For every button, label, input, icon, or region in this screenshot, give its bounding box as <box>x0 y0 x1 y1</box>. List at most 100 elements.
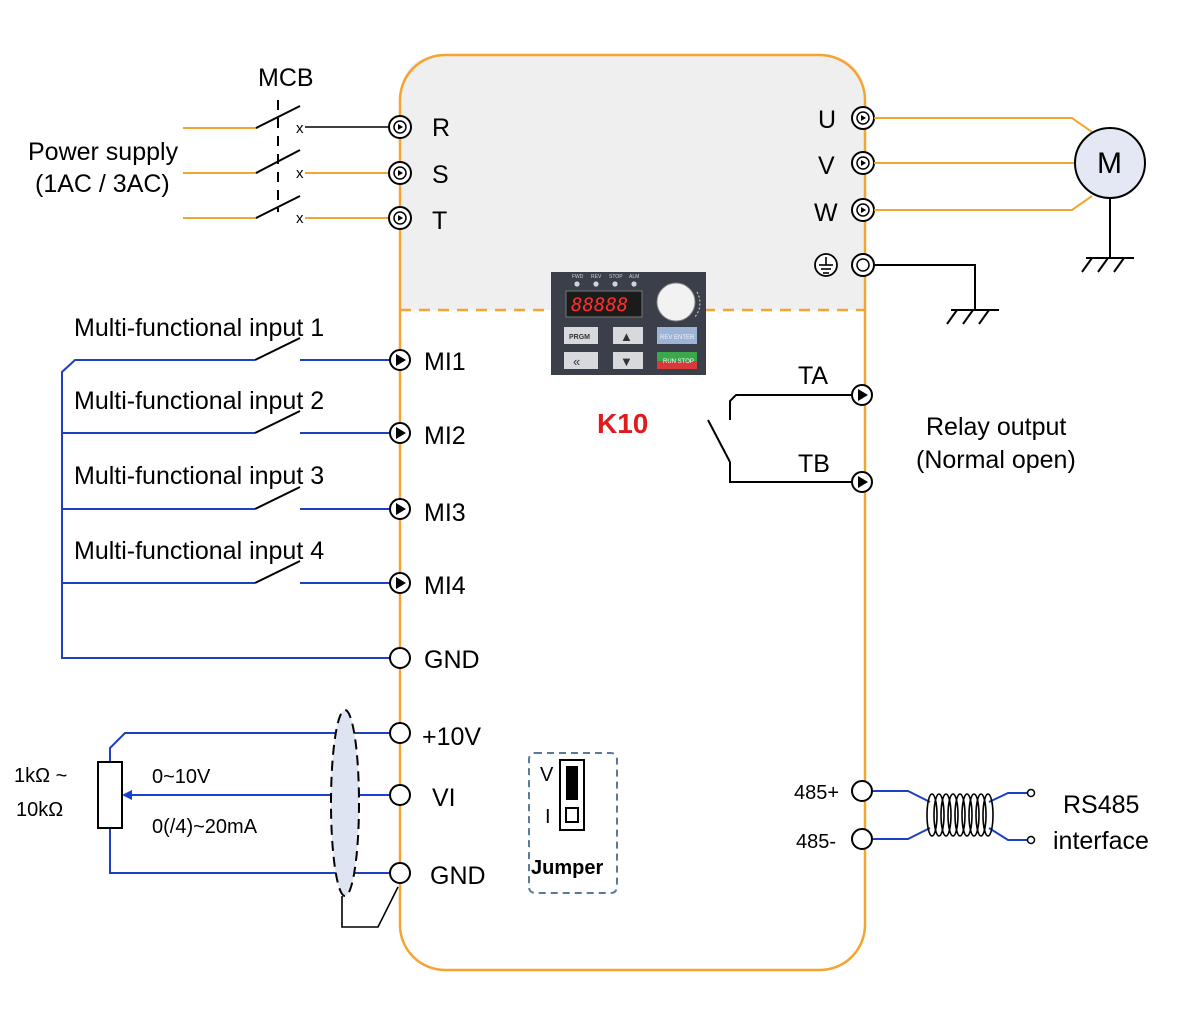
mcb-label: MCB <box>258 64 314 92</box>
terminal-s-label: S <box>432 161 449 189</box>
input-switch-1 <box>254 337 301 361</box>
input-switch-4 <box>254 560 301 584</box>
input-switch-3 <box>254 486 301 510</box>
terminal-mi1-label: MI1 <box>424 348 466 376</box>
rs485-plus-out-wire <box>988 792 1028 803</box>
twisted-pair-icon <box>926 793 994 837</box>
motor-label: M <box>1097 147 1122 180</box>
terminal-gnd-digital <box>389 647 411 669</box>
terminal-mi4-label: MI4 <box>424 572 466 600</box>
terminal-vi <box>389 784 411 806</box>
relay-ta-wire <box>729 394 851 420</box>
relay-tb-wire <box>729 462 851 483</box>
analog-gnd-wire <box>109 828 390 874</box>
terminal-485-minus <box>851 828 873 850</box>
input-switch-2 <box>254 410 301 434</box>
terminal-tb <box>851 471 873 493</box>
terminal-gnd-analog <box>389 862 411 884</box>
jumper-i-label: I <box>545 806 551 828</box>
rs485-section: 485+ 485- RS485 interface <box>794 780 1149 855</box>
potentiometer-symbol <box>97 761 123 829</box>
key-prgm[interactable] <box>564 327 598 344</box>
terminal-mi1 <box>389 349 411 371</box>
terminal-r-label: R <box>432 114 450 142</box>
key-rev-enter[interactable] <box>657 327 697 344</box>
terminal-mi4 <box>389 572 411 594</box>
shield-symbol <box>330 709 360 897</box>
key-shift[interactable] <box>564 352 598 369</box>
key-shift-icon: « <box>573 354 580 369</box>
terminal-t <box>388 206 412 230</box>
key-up[interactable] <box>613 327 643 344</box>
terminal-r <box>388 115 412 139</box>
terminal-gnd-analog-label: GND <box>430 862 486 890</box>
digital-inputs-section: Multi-functional input 1 Multi-functiona… <box>61 314 480 674</box>
key-down-icon: ▼ <box>620 354 633 369</box>
relay-output-label: Relay output <box>926 413 1066 441</box>
rs485-minus-wire <box>872 827 931 840</box>
power-supply-label: Power supply <box>28 138 179 166</box>
terminal-485-plus-label: 485+ <box>794 782 839 804</box>
multi-input-1-label: Multi-functional input 1 <box>74 314 324 342</box>
motor-wire-w <box>874 195 1093 211</box>
rs485-minus-out-wire <box>988 827 1028 841</box>
jumper-lever <box>566 766 578 800</box>
common-input-bus <box>61 359 400 659</box>
rs485-plus-wire <box>872 790 931 803</box>
terminal-mi2-label: MI2 <box>424 422 466 450</box>
relay-output-type: (Normal open) <box>916 446 1076 474</box>
key-rev-enter-label: REV ENTER <box>660 335 695 341</box>
pot-range-top: 1kΩ ~ <box>14 765 67 787</box>
keypad-status-leds: FWD REV STOP ALM <box>572 274 639 287</box>
terminal-mi3 <box>389 498 411 520</box>
shield-drain-wire <box>341 886 399 928</box>
rs485-minus-end <box>1026 835 1036 845</box>
keypad-knob[interactable] <box>656 282 696 322</box>
current-range-label: 0(/4)~20mA <box>152 816 258 838</box>
key-down[interactable] <box>613 352 643 369</box>
pe-ground-icon <box>946 309 999 325</box>
break-mark-r: x <box>296 120 304 137</box>
pe-ground-wire <box>874 264 976 310</box>
key-run[interactable] <box>657 352 697 361</box>
led-alm-label: ALM <box>629 274 639 280</box>
analog-input-section: +10V VI GND 1kΩ ~ 10kΩ 0~10V 0(/4)~20mA <box>14 709 486 928</box>
multi-input-3-label: Multi-functional input 3 <box>74 462 324 490</box>
motor-wire-u <box>874 117 1093 133</box>
terminal-s <box>388 161 412 185</box>
relay-output-section: TA TB Relay output (Normal open) <box>707 362 1076 493</box>
terminal-u-label: U <box>818 106 836 134</box>
jumper-title: Jumper <box>531 857 603 879</box>
terminal-tb-label: TB <box>798 450 830 478</box>
terminal-vi-label: VI <box>432 784 456 812</box>
jumper-v-label: V <box>540 764 554 786</box>
led-stop-label: STOP <box>609 274 623 280</box>
terminal-v-label: V <box>818 152 835 180</box>
terminal-pe <box>851 253 875 277</box>
mcb-contact-r <box>255 105 301 129</box>
terminal-ta <box>851 384 873 406</box>
knob-arc-icon <box>693 291 701 319</box>
terminal-485-minus-label: 485- <box>796 831 836 853</box>
key-run-stop-label: RUN STOP <box>663 359 694 365</box>
terminal-u <box>851 106 875 130</box>
terminal-w <box>851 198 875 222</box>
model-label: K10 <box>597 408 648 439</box>
terminal-v <box>851 151 875 175</box>
break-mark-s: x <box>296 165 304 182</box>
jumper-block: V I Jumper <box>528 752 618 894</box>
break-mark-t: x <box>296 210 304 227</box>
terminal-gnd-label: GND <box>424 646 480 674</box>
key-stop[interactable] <box>657 361 697 369</box>
multi-input-2-label: Multi-functional input 2 <box>74 387 324 415</box>
terminal-10v <box>389 722 411 744</box>
motor-output-section: U V W M <box>814 106 1146 325</box>
terminal-w-label: W <box>814 199 838 227</box>
rs485-label: RS485 <box>1063 791 1139 819</box>
jumper-outline <box>528 752 618 894</box>
key-prgm-label: PRGM <box>569 334 590 341</box>
multi-input-4-label: Multi-functional input 4 <box>74 537 324 565</box>
relay-contact <box>707 419 731 463</box>
